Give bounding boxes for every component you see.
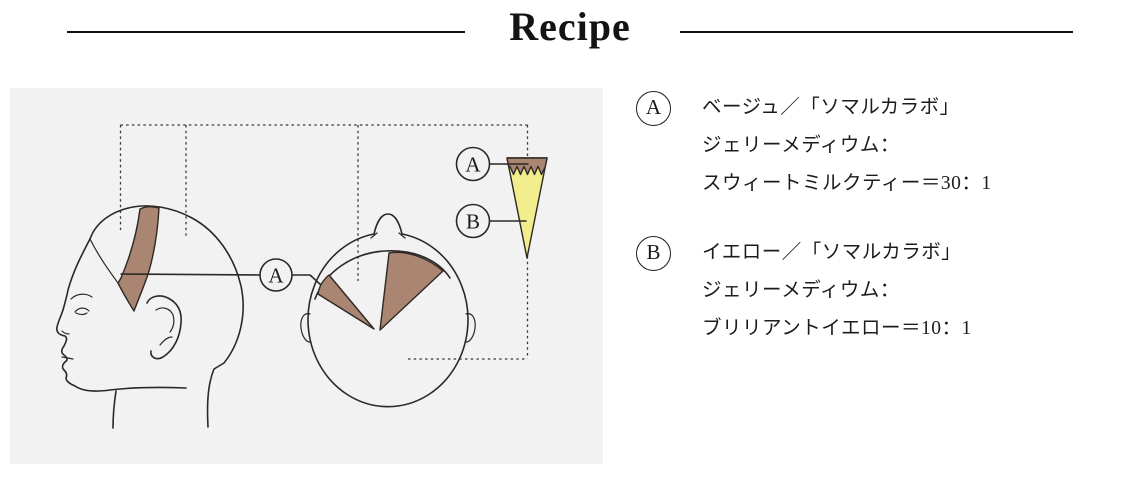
legend-marker-b: B	[636, 236, 671, 271]
ear-outline	[146, 295, 182, 360]
top-hair-section-left	[317, 274, 375, 330]
swatch-a-marker-circle	[455, 146, 491, 182]
legend-b-line-1: イエロー／「ソマルカラボ」	[702, 242, 962, 263]
section-a-connector: A	[120, 258, 334, 297]
swatch-b-marker-label: B	[466, 210, 480, 234]
title-rule-right	[680, 31, 1073, 33]
legend-text-a: ベージュ／「ソマルカラボ」 ジェリーメディウム： スウィートミルクティー＝30：…	[702, 89, 1140, 203]
eye-line	[74, 307, 90, 316]
section-guide-dashes	[119, 124, 529, 360]
page-title: Recipe	[509, 4, 631, 49]
legend-a-line-3: スウィートミルクティー＝30：1	[702, 173, 992, 194]
nostril-line	[61, 330, 70, 335]
top-nose-ticks	[370, 232, 406, 239]
top-hair-section-right	[379, 251, 444, 331]
side-head-outline	[89, 205, 244, 428]
diagram-panel-background	[10, 88, 603, 464]
legend-text-b: イエロー／「ソマルカラボ」 ジェリーメディウム： ブリリアントイエロー＝10：1	[702, 234, 1140, 348]
legend-marker-a: A	[636, 91, 671, 126]
side-hair-section-a	[117, 205, 160, 312]
swatch-brown-section-a	[506, 157, 548, 176]
side-neck-line	[112, 390, 117, 429]
section-a-marker-label: A	[268, 264, 284, 288]
legend-b-line-2: ジェリーメディウム：	[702, 280, 900, 301]
side-face-outline	[56, 238, 187, 392]
swatch-a-marker-label: A	[465, 153, 481, 177]
title-rule-left	[67, 31, 465, 33]
side-hairline	[89, 238, 119, 284]
mouth-line	[61, 356, 74, 360]
top-head-illustration	[300, 213, 476, 408]
legend-b-line-3: ブリリアントイエロー＝10：1	[702, 318, 972, 339]
legend-a-line-1: ベージュ／「ソマルカラボ」	[702, 97, 960, 118]
side-head-illustration	[56, 205, 244, 429]
top-right-ear	[464, 313, 476, 343]
eyebrow-line	[70, 293, 93, 300]
hair-swatch: A B	[455, 146, 548, 259]
legend-a-line-2: ジェリーメディウム：	[702, 135, 900, 156]
swatch-b-marker-circle	[455, 203, 491, 239]
section-a-leader-left	[120, 273, 261, 276]
top-head-outline	[307, 213, 469, 408]
top-left-ear	[300, 313, 312, 343]
section-a-marker-circle	[259, 258, 293, 292]
ear-inner-line	[155, 307, 175, 346]
